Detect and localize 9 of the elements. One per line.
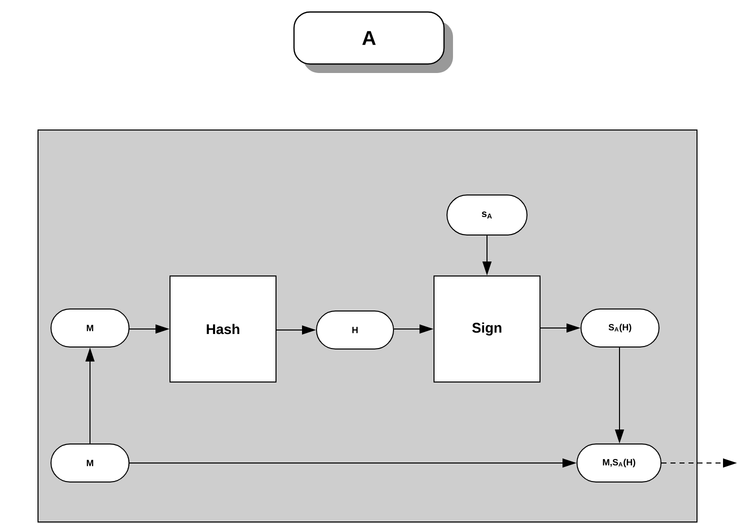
data-pill: M xyxy=(50,444,130,482)
process-box: Sign xyxy=(434,276,540,382)
data-pill: M,S$_{A}$(H) xyxy=(576,444,662,482)
data-pill: S$_{A}$(H) xyxy=(580,308,660,348)
title-box: A xyxy=(293,11,453,73)
data-pill: s$_{A}$ xyxy=(446,194,528,236)
data-pill: H xyxy=(316,310,394,350)
process-box: Hash xyxy=(170,276,276,382)
data-pill: M xyxy=(50,308,130,348)
